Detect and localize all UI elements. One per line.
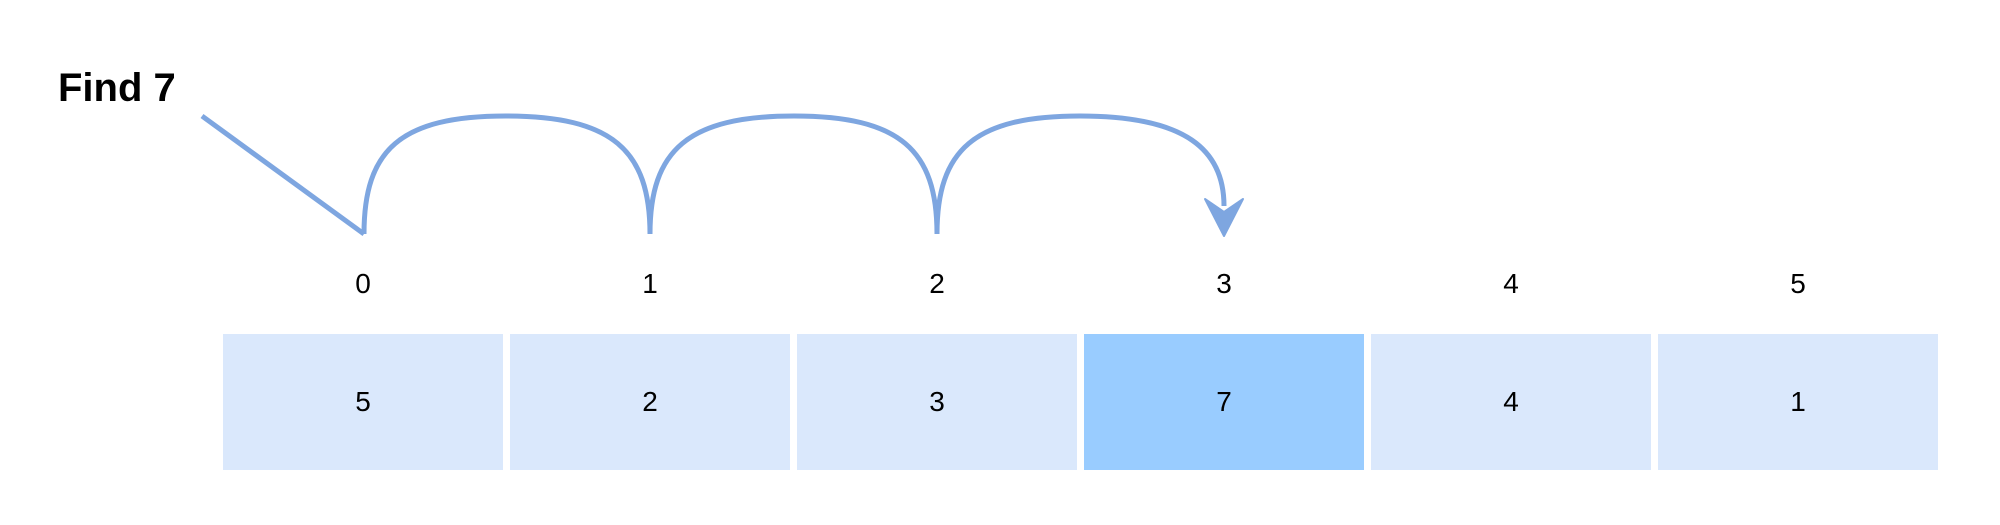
array-cell-3-target: 7 xyxy=(1084,334,1364,470)
start-line xyxy=(200,113,366,237)
diagram-title: Find 7 xyxy=(58,66,176,110)
index-label-3: 3 xyxy=(1216,268,1232,299)
jump-arc-1-2 xyxy=(647,113,940,235)
index-label-4: 4 xyxy=(1503,268,1519,299)
index-label-2: 2 xyxy=(929,268,945,299)
array-cell-2: 3 xyxy=(797,334,1077,470)
array-cell-1: 2 xyxy=(510,334,790,470)
jump-arc-2-3 xyxy=(934,113,1227,235)
array-cell-4: 4 xyxy=(1371,334,1651,470)
array-cell-5: 1 xyxy=(1658,334,1938,470)
index-label-1: 1 xyxy=(642,268,658,299)
arrowhead-icon xyxy=(1204,198,1244,237)
index-label-0: 0 xyxy=(355,268,371,299)
index-label-5: 5 xyxy=(1790,268,1806,299)
array-cell-0: 5 xyxy=(223,334,503,470)
jump-arc-0-1 xyxy=(361,113,653,235)
